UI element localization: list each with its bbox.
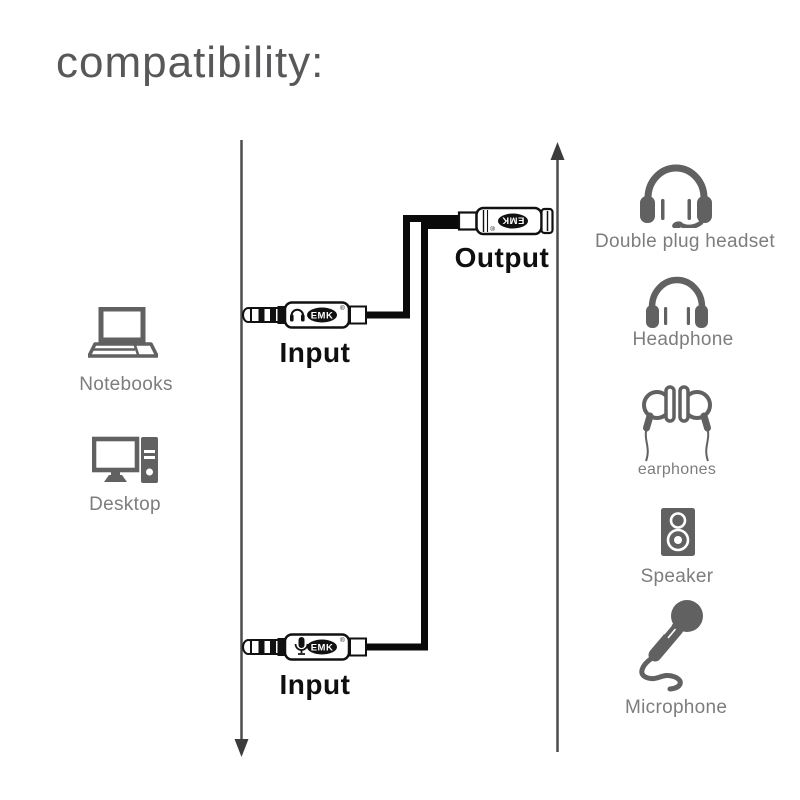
- headphone-icon: [646, 269, 708, 329]
- cable-bottom-input: [364, 222, 459, 651]
- desktop-icon: [92, 436, 158, 486]
- headset-icon: [640, 156, 712, 228]
- registered-mark: ®: [340, 304, 345, 312]
- source-label-notebooks: Notebooks: [79, 374, 173, 395]
- page-title: compatibility:: [56, 38, 325, 87]
- brand-logo: EMK ®: [490, 213, 528, 232]
- left-flow-arrow: [234, 140, 249, 757]
- microphone-icon: [637, 599, 707, 693]
- input-plug-bottom: EMK ®: [242, 633, 367, 661]
- brand-logo: EMK ®: [307, 636, 345, 655]
- output-jack: EMK ®: [457, 206, 554, 236]
- device-label-earphones: earphones: [637, 461, 717, 478]
- registered-mark: ®: [490, 224, 495, 232]
- device-label-speaker: Speaker: [640, 566, 714, 587]
- cable-top-input: [364, 215, 459, 319]
- device-label-headset: Double plug headset: [594, 231, 775, 252]
- laptop-icon: [88, 307, 158, 361]
- input-bottom-label: Input: [279, 669, 351, 700]
- speaker-icon: [661, 508, 695, 556]
- svg-text:EMK: EMK: [502, 215, 525, 226]
- output-label: Output: [454, 242, 550, 273]
- source-label-desktop: Desktop: [89, 494, 161, 515]
- svg-text:EMK: EMK: [311, 642, 334, 653]
- headphone-glyph-icon: [290, 308, 305, 322]
- svg-text:EMK: EMK: [311, 310, 334, 321]
- right-flow-arrow: [550, 142, 565, 752]
- device-label-microphone: Microphone: [625, 697, 728, 718]
- earphones-icon: [641, 383, 713, 463]
- registered-mark: ®: [340, 636, 345, 644]
- device-label-headphone: Headphone: [632, 329, 734, 350]
- input-top-label: Input: [279, 337, 351, 368]
- input-plug-top: EMK ®: [242, 301, 367, 329]
- brand-logo: EMK ®: [307, 304, 345, 323]
